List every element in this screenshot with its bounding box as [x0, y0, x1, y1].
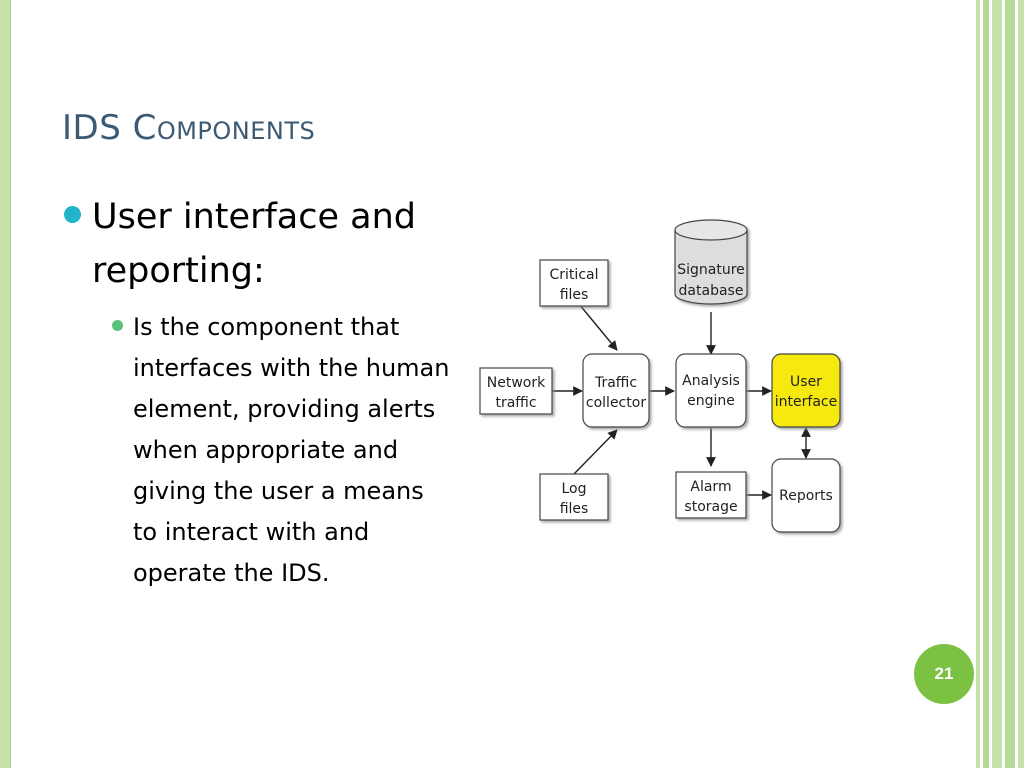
right-border-stripe — [976, 0, 980, 768]
alarm-storage-node — [675, 471, 747, 519]
diagram-arrows — [551, 297, 811, 500]
bullet-dot — [64, 206, 81, 223]
sub-bullet-dot — [112, 320, 123, 331]
log-files-node — [539, 473, 609, 521]
right-border-stripe — [1005, 0, 1015, 768]
alarm-storage-label-2: storage — [684, 499, 737, 515]
network-traffic-label-2: traffic — [495, 395, 536, 411]
analysis-engine-node — [675, 353, 747, 428]
user-interface-node — [771, 353, 841, 428]
right-border-stripe — [983, 0, 989, 768]
user-interface-label-1: User — [790, 374, 822, 390]
ids-components-diagram: Signature database Critical files Networ… — [479, 219, 841, 533]
right-border-stripe — [1018, 0, 1024, 768]
traffic-collector-node — [582, 353, 650, 428]
sub-bullet-text: Is the component that interfaces with th… — [133, 313, 450, 587]
traffic-collector-label-2: collector — [586, 395, 646, 411]
analysis-engine-label-2: engine — [687, 393, 735, 409]
critical-files-label-2: files — [560, 287, 589, 303]
alarm-storage-label-1: Alarm — [690, 479, 731, 495]
arrow-log-to-collector — [573, 429, 618, 475]
bullet-text: User interface and reporting: — [92, 197, 416, 291]
reports-node — [771, 458, 841, 533]
critical-files-label-1: Critical — [550, 267, 599, 283]
user-interface-label-2: interface — [775, 394, 837, 410]
left-border — [0, 0, 10, 768]
right-border-stripe — [992, 0, 1002, 768]
log-files-label-1: Log — [561, 481, 586, 497]
page-number-badge: 21 — [914, 644, 974, 704]
network-traffic-node — [479, 367, 553, 415]
traffic-collector-label-1: Traffic — [594, 375, 637, 391]
signature-database-label-1: Signature — [677, 262, 745, 278]
left-border-line — [10, 0, 11, 768]
analysis-engine-label-1: Analysis — [682, 373, 740, 389]
signature-database-node — [674, 219, 748, 305]
signature-database-label-2: database — [679, 283, 744, 299]
arrow-critical-to-collector — [573, 297, 618, 351]
slide-title: IDS Components — [62, 108, 316, 148]
reports-label: Reports — [779, 488, 833, 504]
critical-files-node — [539, 259, 609, 307]
network-traffic-label-1: Network — [487, 375, 546, 391]
log-files-label-2: files — [560, 501, 589, 517]
